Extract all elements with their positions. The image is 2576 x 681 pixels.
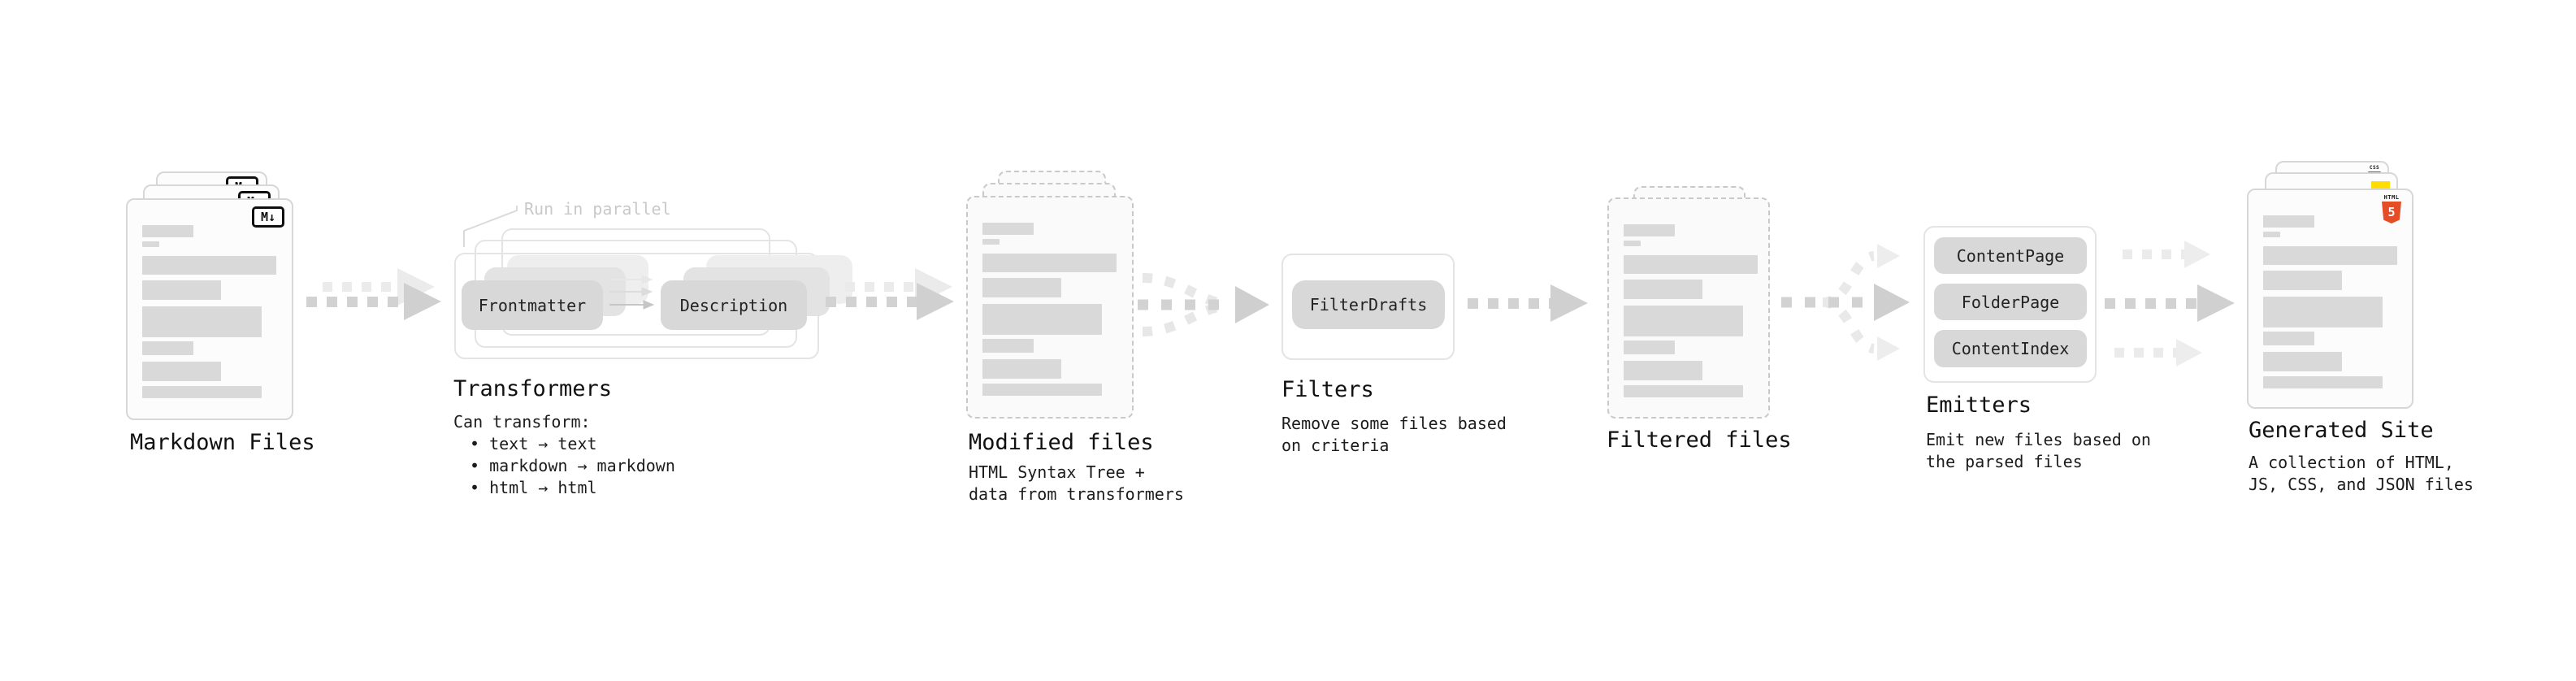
- stage-title-generated-site: Generated Site: [2249, 418, 2434, 443]
- text-line-placeholder: [1624, 280, 1702, 299]
- text-line-placeholder: [2263, 246, 2397, 265]
- text-line-placeholder: [2263, 232, 2280, 237]
- markdown-icon: M↓: [252, 206, 284, 228]
- caption-line: on criteria: [1281, 436, 1390, 455]
- arrow-main: [1468, 284, 1588, 322]
- transformer-pill-description: Description: [661, 280, 807, 330]
- emitter-pill-folderpage: FolderPage: [1934, 284, 2087, 320]
- caption-line: • html → html: [470, 478, 597, 497]
- stage-title-filters: Filters: [1281, 377, 1374, 402]
- caption-line: data from transformers: [969, 484, 1184, 504]
- stage-title-markdown-files: Markdown Files: [130, 430, 315, 455]
- text-line-placeholder: [2263, 271, 2342, 290]
- stage-title-emitters: Emitters: [1926, 393, 2032, 418]
- text-line-placeholder: [142, 306, 262, 337]
- file-card-html: HTML 5: [2247, 189, 2413, 409]
- text-line-placeholder: [1624, 361, 1702, 380]
- text-line-placeholder: [2263, 376, 2383, 388]
- merge-arrow-modified-to-filters: [1138, 273, 1269, 336]
- text-line-placeholder: [2263, 352, 2342, 371]
- caption-line: HTML Syntax Tree +: [969, 462, 1145, 482]
- stage-title-transformers: Transformers: [453, 376, 613, 401]
- text-line-placeholder: [982, 223, 1034, 235]
- flow-arrow-markdown-to-transformers: [306, 268, 457, 325]
- stage-filtered-files: [1607, 186, 1774, 426]
- split-arrow-filtered-to-emitters: [1781, 244, 1910, 361]
- text-line-placeholder: [1624, 224, 1675, 236]
- stage-caption-generated-site: A collection of HTML, JS, CSS, and JSON …: [2249, 452, 2474, 496]
- flow-arrows-emitters-to-generated: [2105, 241, 2243, 371]
- text-line-placeholder: [982, 304, 1102, 335]
- run-in-parallel-note: Run in parallel: [524, 199, 671, 219]
- flow-arrow-filters-to-filtered: [1468, 284, 1594, 322]
- text-line-placeholder: [1624, 255, 1758, 274]
- document-content-placeholder: [128, 200, 292, 419]
- text-line-placeholder: [982, 278, 1061, 297]
- caption-line: JS, CSS, and JSON files: [2249, 475, 2474, 494]
- caption-line: Can transform:: [453, 412, 591, 432]
- css-icon-label: CSS: [2369, 165, 2380, 171]
- text-line-placeholder: [1624, 385, 1743, 397]
- text-line-placeholder: [2263, 215, 2314, 228]
- text-line-placeholder: [982, 254, 1117, 272]
- arrow-main: [826, 283, 954, 320]
- note-connector-line: [463, 206, 518, 247]
- transformer-pill-frontmatter: Frontmatter: [462, 280, 603, 330]
- caption-line: Emit new files based on: [1926, 430, 2151, 449]
- text-line-placeholder: [142, 241, 159, 247]
- file-card: M↓: [126, 198, 293, 420]
- caption-line: • markdown → markdown: [470, 456, 675, 475]
- text-line-placeholder: [142, 280, 221, 300]
- text-line-placeholder: [142, 386, 262, 398]
- html5-icon: HTML 5: [2381, 194, 2402, 223]
- html5-icon-digit: 5: [2387, 205, 2396, 219]
- document-content-placeholder: [1609, 199, 1768, 417]
- text-line-placeholder: [1624, 340, 1675, 354]
- text-line-placeholder: [1624, 306, 1743, 336]
- arrow-top: [2123, 241, 2210, 268]
- emitter-pill-contentindex: ContentIndex: [1934, 330, 2087, 367]
- transformer-step-arrows: [609, 275, 655, 310]
- text-line-placeholder: [982, 239, 1000, 245]
- emitter-pill-contentpage: ContentPage: [1934, 237, 2087, 274]
- caption-line: Remove some files based: [1281, 414, 1507, 433]
- file-card: [1607, 197, 1770, 419]
- text-line-placeholder: [142, 256, 276, 275]
- text-line-placeholder: [142, 341, 193, 355]
- arrow-main: [306, 283, 441, 320]
- flow-arrow-transformers-to-modified: [826, 268, 972, 325]
- text-line-placeholder: [2263, 332, 2314, 345]
- document-content-placeholder: [968, 197, 1132, 417]
- html5-icon-shield: 5: [2382, 202, 2401, 223]
- caption-line: • text → text: [470, 434, 597, 453]
- text-line-placeholder: [982, 339, 1034, 353]
- document-content-placeholder: [2249, 190, 2412, 407]
- stage-generated-site: CSS HTML 5: [2247, 161, 2418, 413]
- html5-icon-label: HTML: [2383, 194, 2400, 201]
- stage-markdown-files: M↓ M↓ M↓: [126, 171, 298, 423]
- caption-line: A collection of HTML,: [2249, 453, 2454, 472]
- file-card: [966, 196, 1134, 419]
- filter-pill-filterdrafts: FilterDrafts: [1292, 280, 1445, 329]
- caption-line: the parsed files: [1926, 452, 2083, 471]
- stage-caption-transformers: Can transform: • text → text • markdown …: [453, 411, 675, 499]
- arrow-middle: [2105, 284, 2235, 322]
- stage-caption-emitters: Emit new files based on the parsed files: [1926, 429, 2151, 473]
- text-line-placeholder: [142, 362, 221, 381]
- text-line-placeholder: [1624, 241, 1641, 246]
- stage-modified-files: [966, 171, 1137, 423]
- stage-caption-filters: Remove some files based on criteria: [1281, 413, 1507, 457]
- text-line-placeholder: [142, 225, 193, 237]
- text-line-placeholder: [2263, 297, 2383, 327]
- text-line-placeholder: [982, 384, 1102, 396]
- stage-caption-modified-files: HTML Syntax Tree + data from transformer…: [969, 462, 1184, 505]
- arrow-bottom: [2114, 339, 2202, 367]
- stage-title-filtered-files: Filtered files: [1607, 427, 1792, 453]
- text-line-placeholder: [982, 359, 1061, 379]
- stage-title-modified-files: Modified files: [969, 430, 1154, 455]
